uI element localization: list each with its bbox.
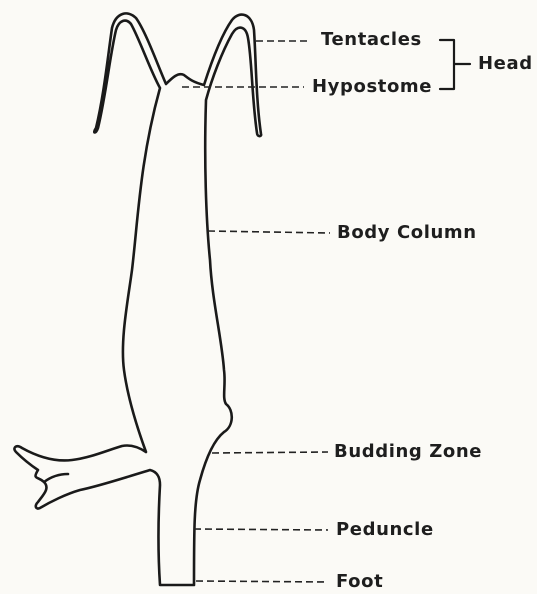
label-tentacles: Tentacles (321, 30, 422, 50)
label-budding-zone: Budding Zone (334, 442, 482, 462)
bud-inner-contour (44, 474, 68, 482)
leader-foot (196, 581, 328, 582)
label-body-column: Body Column (337, 223, 477, 243)
label-hypostome: Hypostome (312, 77, 432, 97)
leader-budding-zone (212, 452, 328, 453)
head-bracket (440, 40, 470, 89)
leader-body-column (208, 231, 330, 233)
label-head: Head (478, 54, 533, 74)
hydra-body-outline (14, 13, 261, 585)
label-peduncle: Peduncle (336, 520, 434, 540)
leader-peduncle (194, 529, 328, 530)
label-foot: Foot (336, 572, 383, 592)
